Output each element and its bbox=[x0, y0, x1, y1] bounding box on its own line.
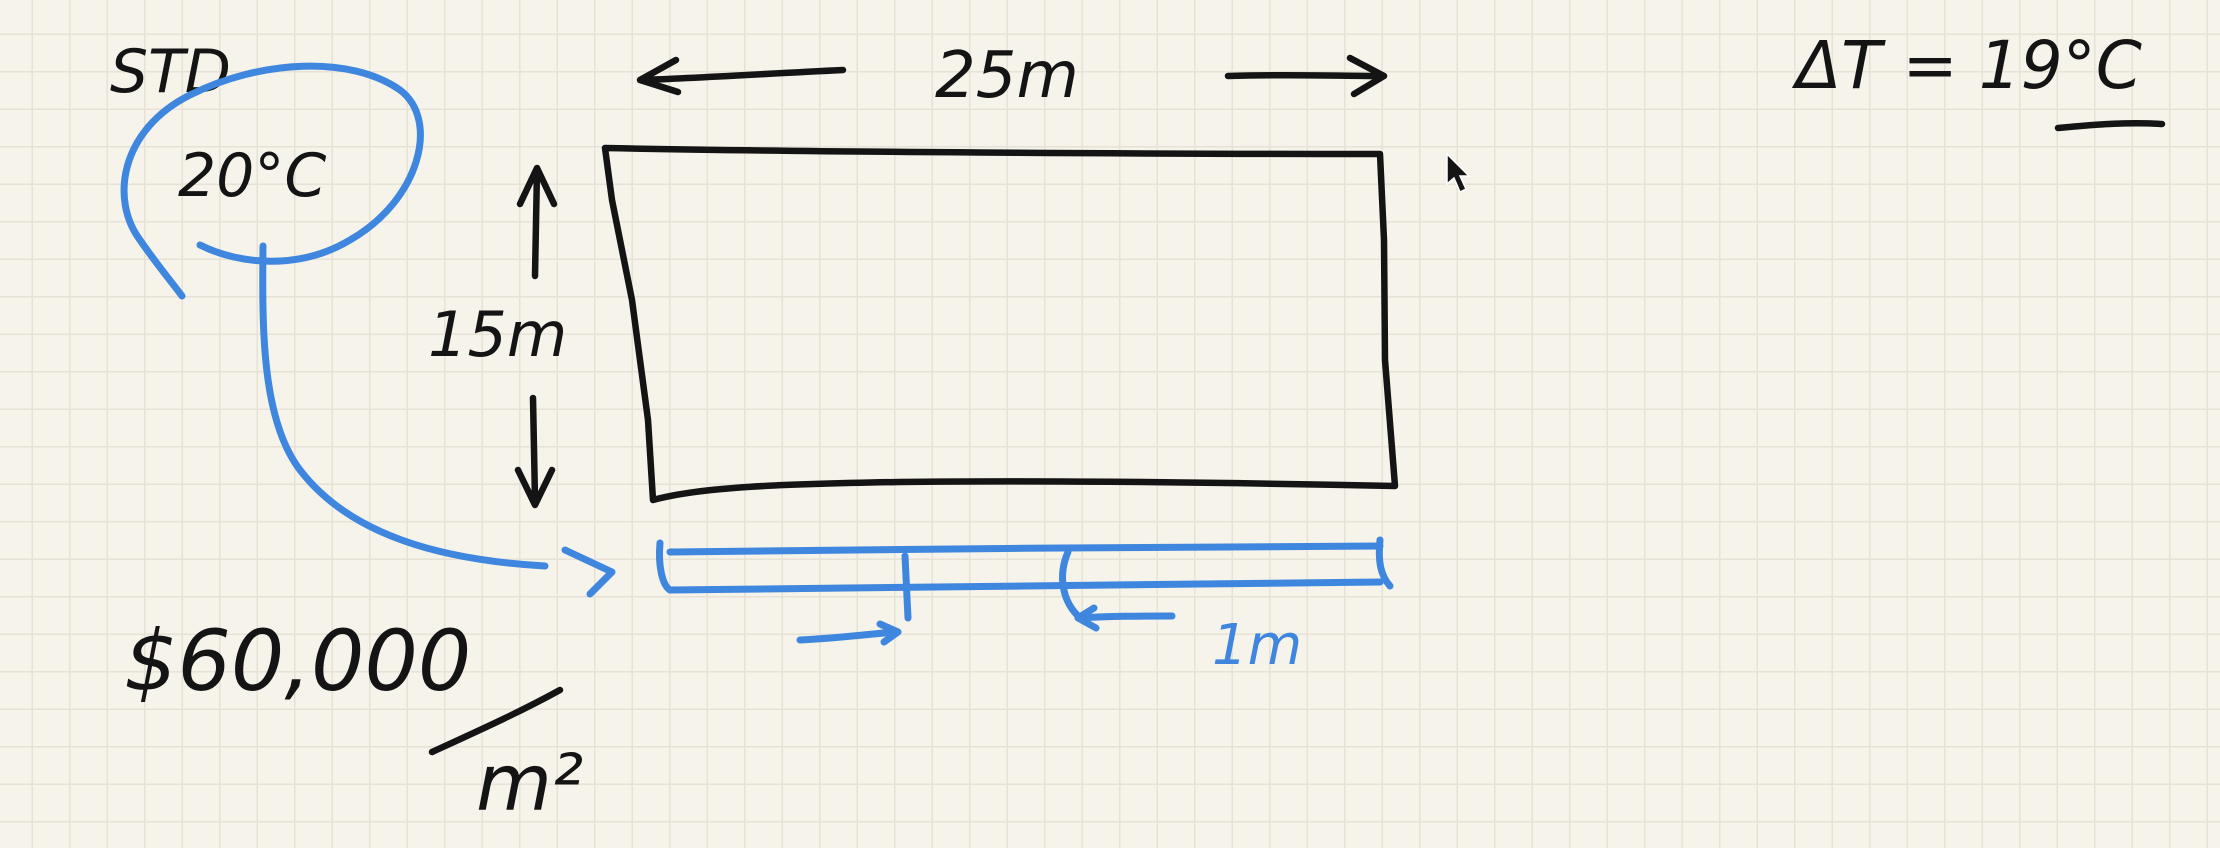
cost-unit: m² bbox=[476, 739, 583, 829]
length-arrow-right bbox=[1224, 54, 1388, 98]
bottom-strip bbox=[656, 536, 1394, 622]
cost-divider-slash bbox=[428, 686, 564, 756]
cost-fraction: $60,000 m² bbox=[124, 612, 583, 829]
segment-arrow-right bbox=[796, 620, 902, 646]
strip-right-end bbox=[1375, 536, 1394, 590]
height-label: 15m bbox=[428, 298, 567, 371]
length-arrow-left bbox=[636, 56, 847, 96]
segment-label: 1m bbox=[1212, 613, 1302, 678]
height-arrow-down bbox=[514, 394, 556, 509]
connector-arrowhead bbox=[561, 546, 616, 598]
temperature-circle bbox=[120, 62, 424, 300]
segment-arrow-left bbox=[1074, 604, 1176, 632]
strip-bottom-line bbox=[666, 578, 1384, 594]
std-label: STD bbox=[110, 37, 231, 107]
delta-t-underline bbox=[2054, 119, 2166, 132]
connector-curve bbox=[259, 242, 549, 570]
mouse-cursor-icon bbox=[1446, 152, 1471, 194]
strip-top-line bbox=[666, 542, 1384, 556]
height-arrow-up bbox=[516, 164, 558, 280]
strip-tick-right bbox=[1059, 548, 1082, 620]
strip-tick-left bbox=[901, 552, 912, 622]
length-dimension: 25m bbox=[636, 39, 1388, 113]
strip-left-end bbox=[656, 539, 674, 594]
temperature-label: 20°C bbox=[178, 141, 326, 211]
cost-amount: $60,000 bbox=[124, 612, 471, 710]
delta-t-label: ΔT = 19°C bbox=[1791, 27, 2142, 104]
height-dimension: 15m bbox=[428, 164, 567, 509]
room-rectangle bbox=[601, 144, 1399, 504]
length-label: 25m bbox=[935, 39, 1079, 113]
segment-dimension: 1m bbox=[796, 604, 1302, 678]
